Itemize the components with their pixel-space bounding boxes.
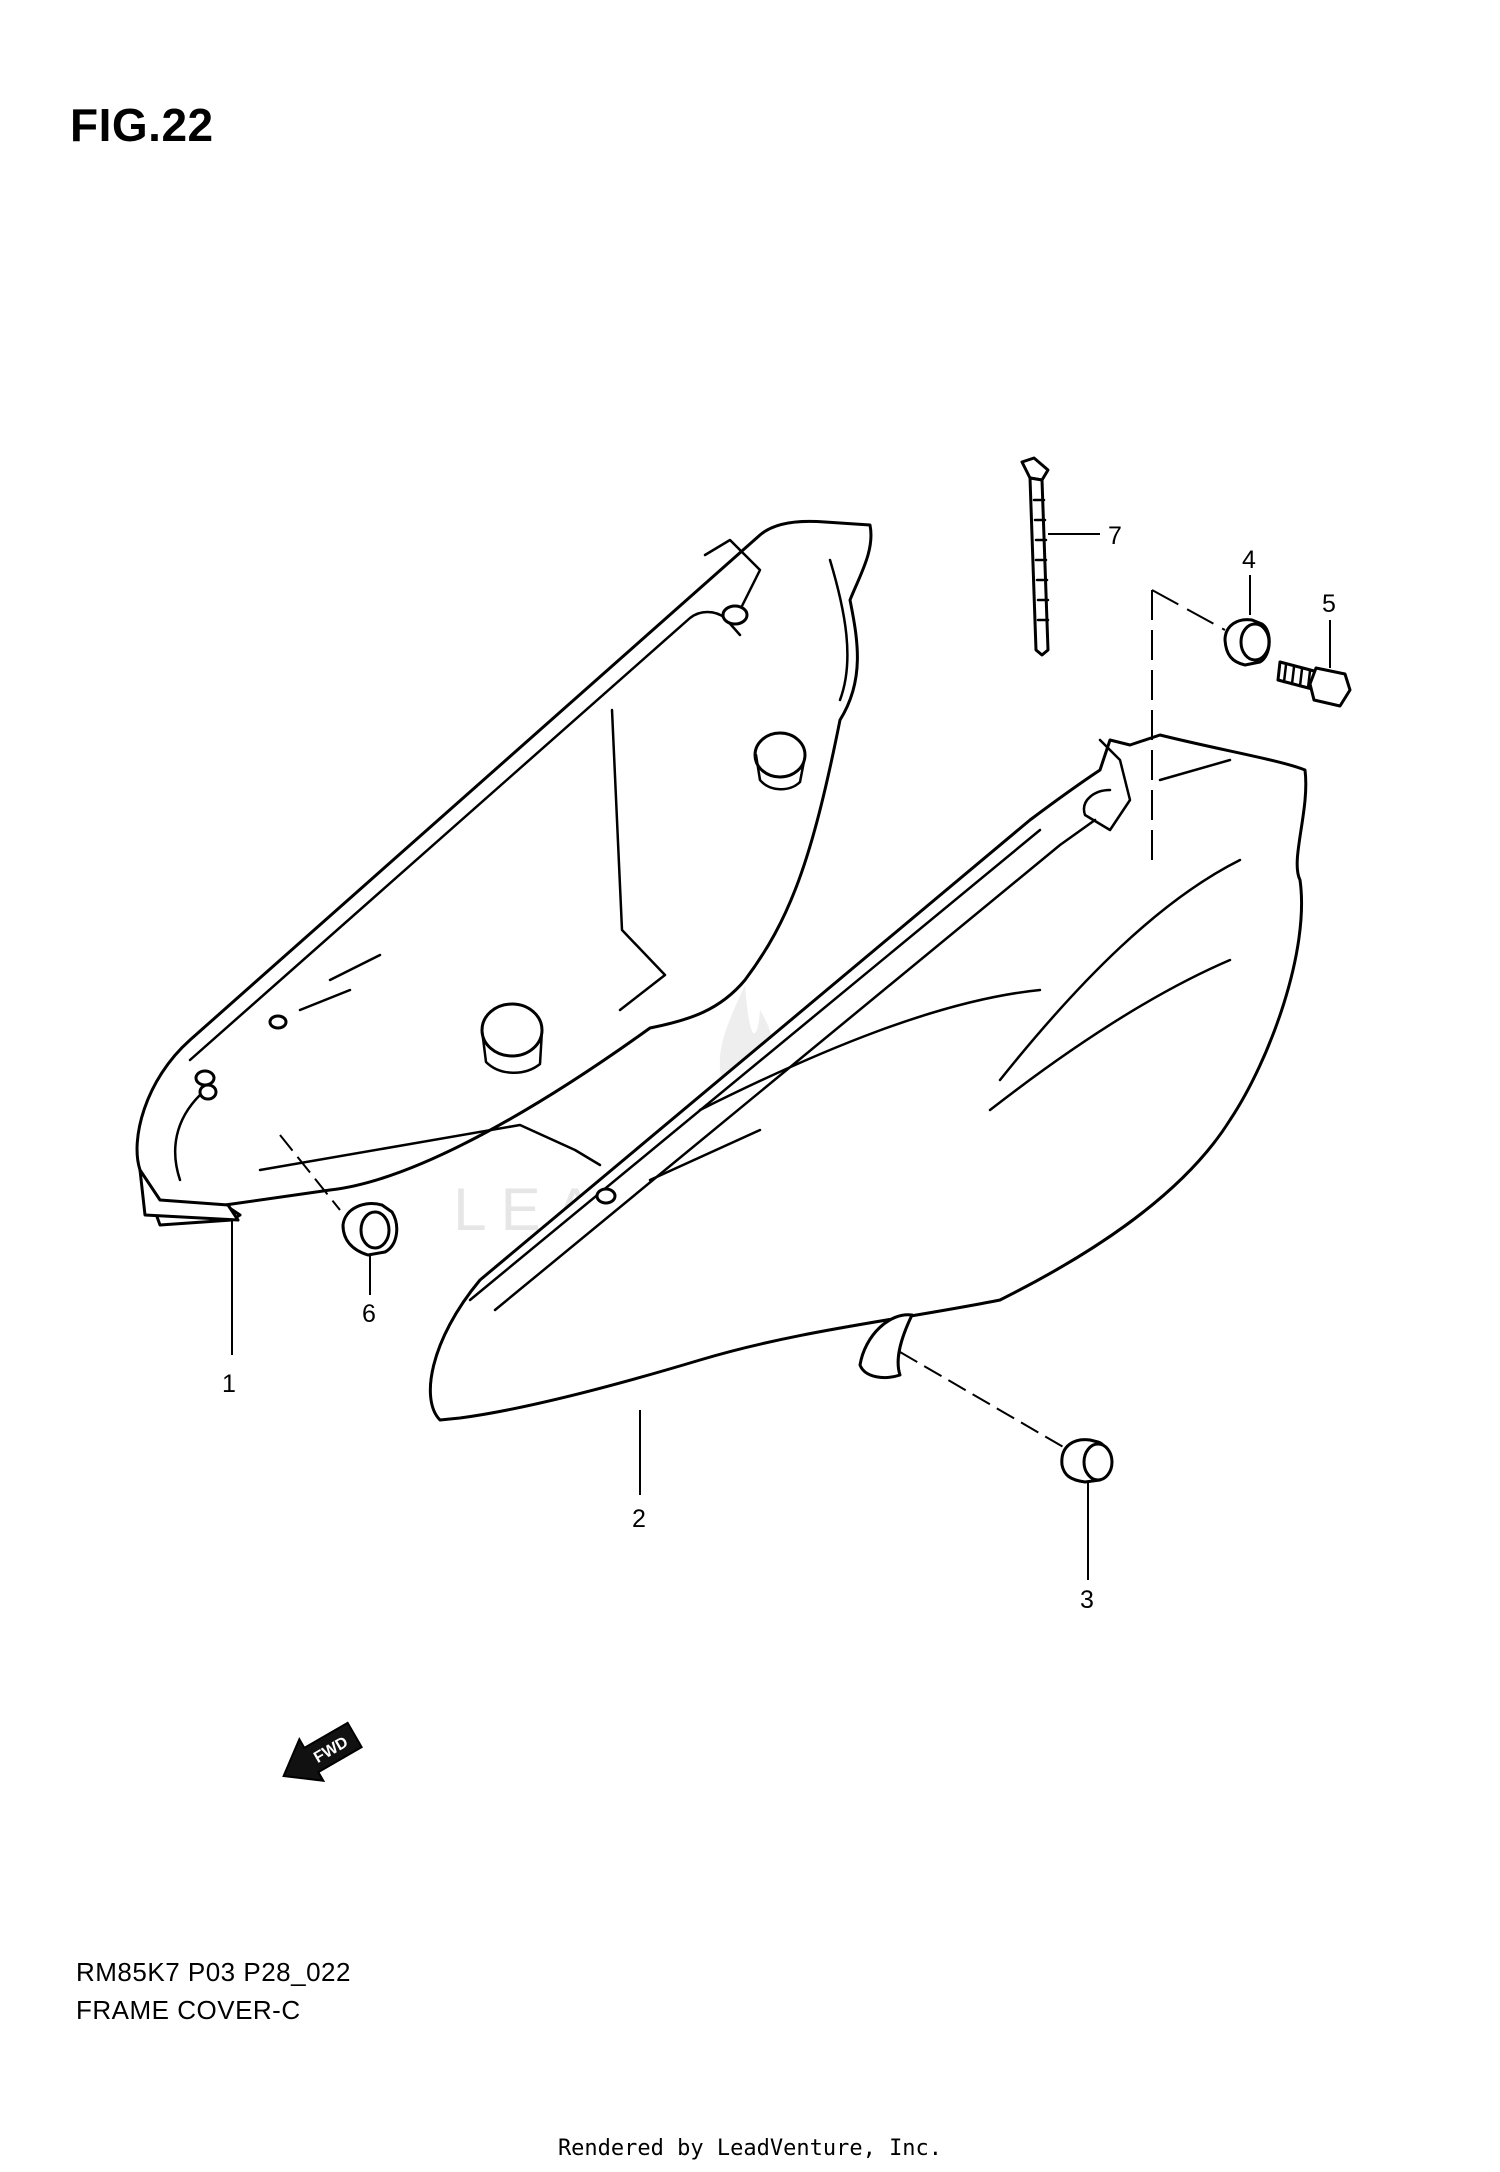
leader-lines [231, 533, 1331, 1580]
section-name: FRAME COVER-C [76, 1995, 301, 2025]
mounting-boss-upper [753, 731, 807, 791]
callout-7: 7 [1108, 522, 1122, 550]
callout-4: 4 [1242, 546, 1256, 574]
part-grommet[interactable] [1060, 1438, 1114, 1484]
part-spacer[interactable] [341, 1202, 399, 1257]
fwd-arrow-icon: FWD [282, 1721, 364, 1783]
callout-3: 3 [1080, 1586, 1094, 1614]
callout-1: 1 [222, 1370, 236, 1398]
part-collar[interactable] [1223, 618, 1271, 667]
rendered-by-credit: Rendered by LeadVenture, Inc. [557, 2136, 943, 2161]
part-bolt[interactable] [1276, 660, 1352, 708]
figure-title: FIG.22 [70, 99, 214, 151]
part-frame-cover-left[interactable] [135, 519, 873, 1227]
callout-numbers: 1 2 3 4 5 6 7 [222, 522, 1336, 1614]
callout-6: 6 [362, 1300, 376, 1328]
mounting-boss-lower [480, 1002, 544, 1074]
callout-2: 2 [632, 1505, 646, 1533]
callout-5: 5 [1322, 590, 1336, 618]
part-frame-cover-right[interactable] [428, 733, 1308, 1422]
model-code: RM85K7 P03 P28_022 [76, 1957, 351, 1987]
part-cable-tie[interactable] [1020, 456, 1050, 657]
